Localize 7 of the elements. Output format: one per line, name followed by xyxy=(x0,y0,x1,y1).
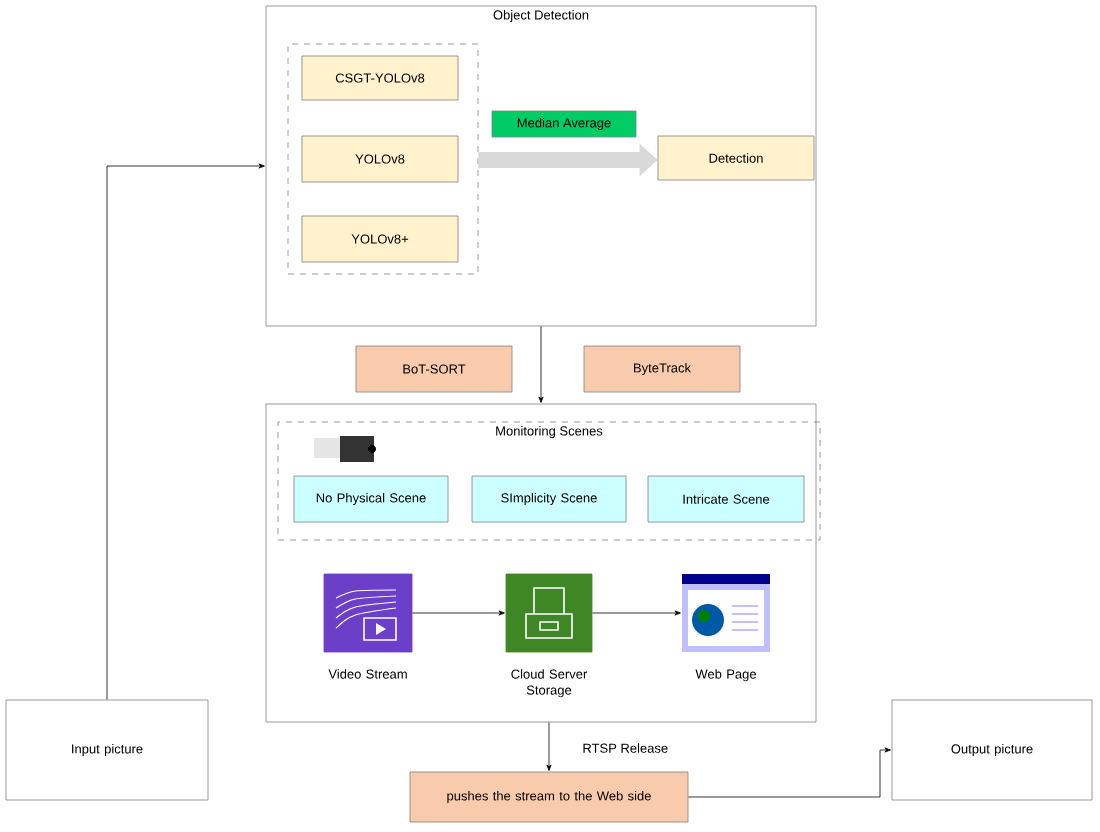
arrow xyxy=(688,747,891,798)
arrow xyxy=(412,610,505,616)
arrow xyxy=(106,163,265,700)
arrow xyxy=(546,722,552,771)
group-box xyxy=(287,43,479,275)
arrow xyxy=(538,326,544,403)
arrow xyxy=(592,610,681,616)
